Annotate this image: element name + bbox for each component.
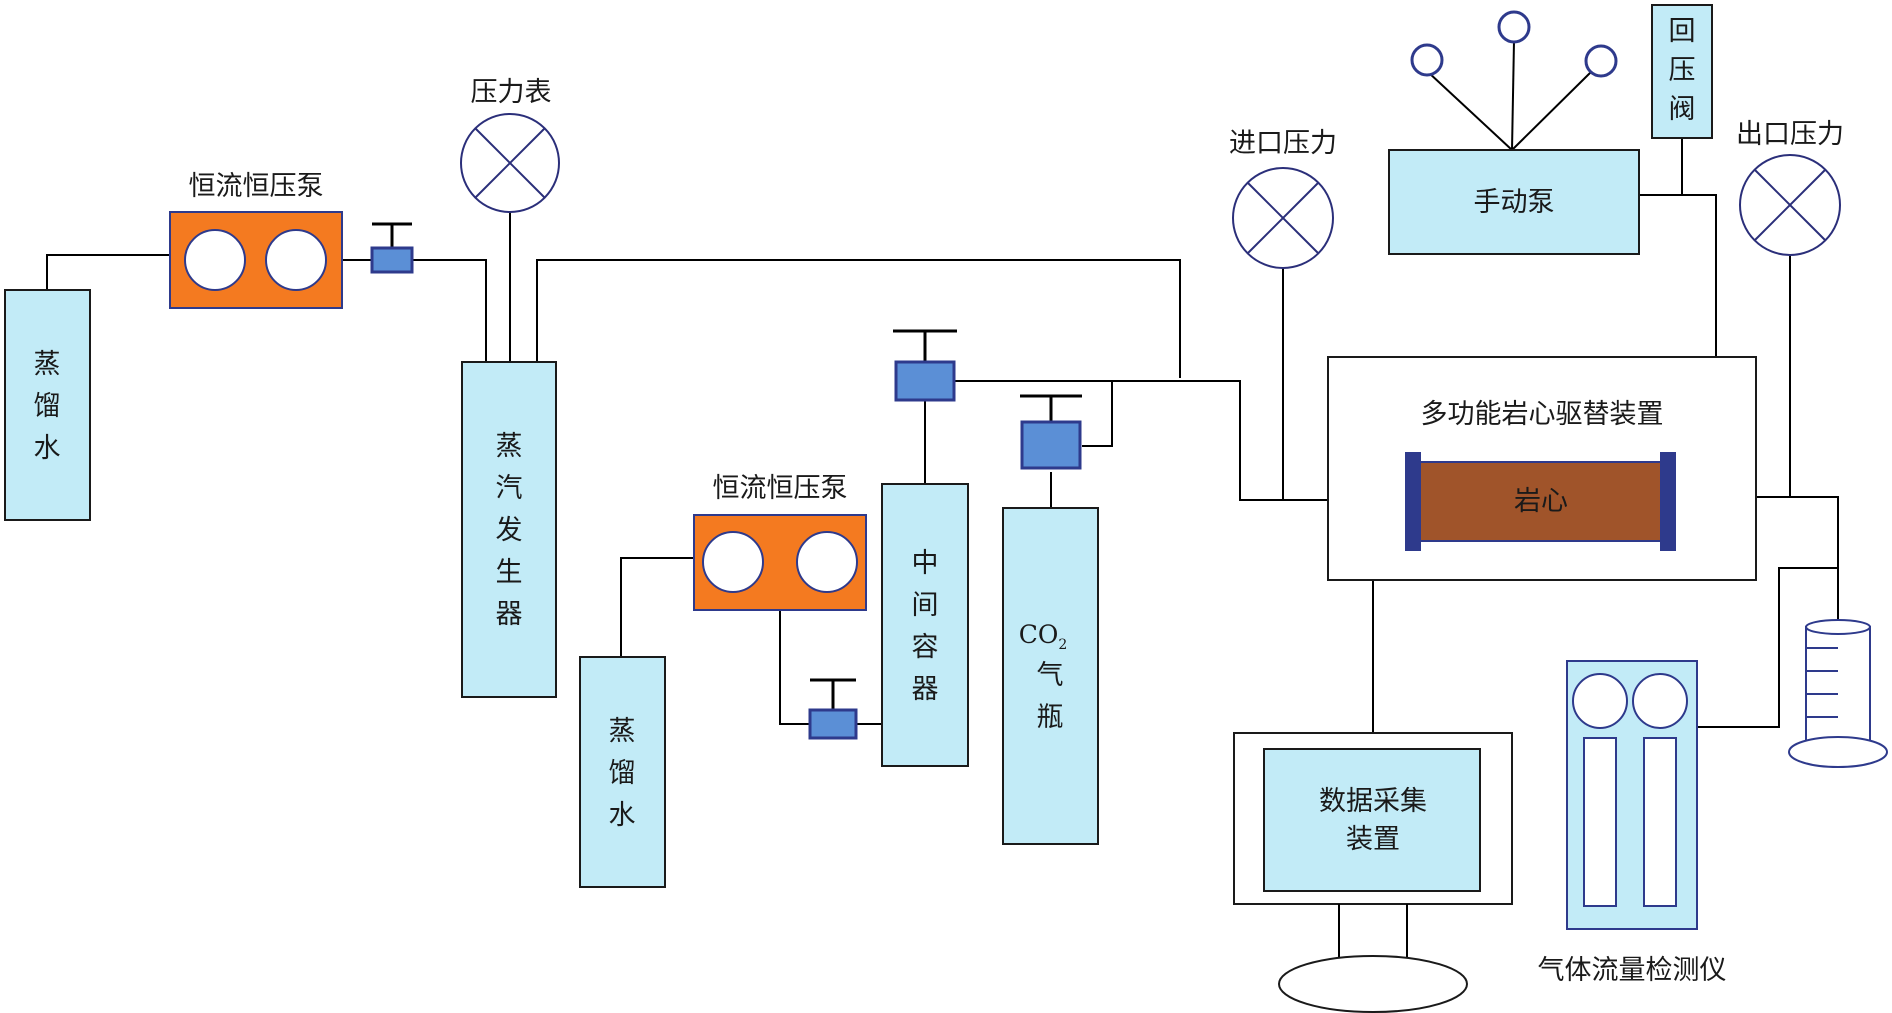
steam-generator-char-1: 蒸 <box>496 431 523 462</box>
intermediate-container-char-2: 间 <box>912 590 939 621</box>
pressure-gauge-label: 压力表 <box>471 77 552 108</box>
graduated-cylinder-icon <box>1788 619 1888 768</box>
pump-1-label: 恒流恒压泵 <box>189 171 324 202</box>
co2-main-text: CO <box>1019 620 1059 649</box>
inlet-pressure-label: 进口压力 <box>1229 128 1337 159</box>
pressure-gauge-icon: 压力表 <box>460 77 560 213</box>
steam-generator-char-4: 生 <box>496 557 523 588</box>
distilled-water-2-char-1: 蒸 <box>609 716 636 747</box>
back-pressure-valve-char-2: 压 <box>1669 55 1696 86</box>
valve-icon <box>370 222 414 274</box>
co2-label: CO2 <box>1019 620 1068 653</box>
hand-pump-label: 手动泵 <box>1474 187 1555 218</box>
distilled-water-1-char-3: 水 <box>34 433 61 464</box>
intermediate-container-char-4: 器 <box>912 674 939 705</box>
pump-icon: 恒流恒压泵 <box>169 171 343 309</box>
pressure-gauge-icon: 出口压力 <box>1736 119 1844 256</box>
distilled-water-1-char-1: 蒸 <box>34 349 61 380</box>
back-pressure-valve: 回 压 阀 <box>1651 4 1713 139</box>
pump-icon: 恒流恒压泵 <box>693 473 867 611</box>
pressure-gauge-icon: 进口压力 <box>1229 128 1337 269</box>
co2-bottle-char-1: 气 <box>1037 660 1064 691</box>
distilled-water-2-char-2: 馏 <box>609 758 636 789</box>
distilled-water-1-char-2: 馏 <box>34 391 61 422</box>
core-flooding-device: 多功能岩心驱替装置 岩心 <box>1327 356 1757 581</box>
distilled-water-tank-2: 蒸 馏 水 <box>579 656 666 888</box>
distilled-water-tank-1: 蒸 馏 水 <box>4 289 91 521</box>
steam-generator: 蒸 汽 发 生 器 <box>461 361 557 698</box>
steam-generator-char-5: 器 <box>496 599 523 630</box>
outlet-pressure-label: 出口压力 <box>1736 119 1844 150</box>
gas-flow-meter: 气体流量检测仪 <box>1538 660 1727 986</box>
data-acquisition-line-2: 装置 <box>1346 824 1400 855</box>
steam-generator-char-3: 发 <box>496 515 523 546</box>
co2-bottle-char-2: 瓶 <box>1037 702 1064 733</box>
intermediate-container: 中 间 容 器 <box>881 483 969 767</box>
co2-bottle: CO2 气 瓶 <box>1002 507 1099 845</box>
device-label: 多功能岩心驱替装置 <box>1421 399 1664 430</box>
intermediate-container-char-3: 容 <box>912 632 939 663</box>
computer-monitor-icon: 数据采集 装置 <box>1233 732 1513 1013</box>
valve-icon <box>1020 394 1082 470</box>
back-pressure-valve-char-3: 阀 <box>1669 94 1696 125</box>
gas-flow-meter-label: 气体流量检测仪 <box>1538 955 1727 986</box>
co2-subscript: 2 <box>1058 637 1067 653</box>
pump-2-label: 恒流恒压泵 <box>713 473 848 504</box>
data-acquisition-line-1: 数据采集 <box>1319 786 1427 817</box>
valve-icon <box>808 678 858 740</box>
core-label: 岩心 <box>1514 486 1568 517</box>
intermediate-container-char-1: 中 <box>912 548 939 579</box>
hand-pump: 手动泵 <box>1388 10 1640 255</box>
valve-icon <box>893 329 957 402</box>
distilled-water-2-char-3: 水 <box>609 800 636 831</box>
steam-generator-char-2: 汽 <box>496 473 523 504</box>
back-pressure-valve-char-1: 回 <box>1669 16 1696 47</box>
